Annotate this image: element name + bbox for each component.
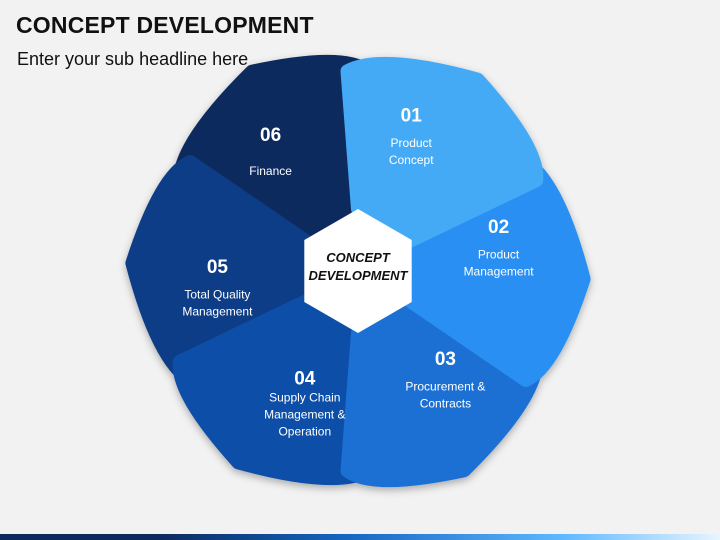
footer-accent-bar [0,534,720,540]
center-label-line: DEVELOPMENT [309,268,409,283]
segment-number-05: 05 [207,257,229,278]
center-hexagon [304,209,412,333]
segment-label-04: Operation [278,425,331,439]
segment-label-05: Management [182,304,253,318]
center-label: CONCEPT DEVELOPMENT [309,250,409,283]
page-title: CONCEPT DEVELOPMENT [16,12,314,38]
segment-label-02: Management [464,265,535,279]
segment-01 [340,56,544,247]
page-subtitle: Enter your sub headline here [17,49,249,69]
segment-label-02: Product [478,248,520,262]
segment-label-06: Finance [249,164,292,178]
segment-number-03: 03 [435,349,456,370]
segment-number-06: 06 [260,125,281,146]
segment-label-05: Total Quality [184,287,250,301]
segment-number-02: 02 [488,217,509,238]
center-label-line: CONCEPT [326,250,391,265]
segment-label-03: Contracts [420,396,471,410]
segment-label-04: Management & [264,408,345,422]
segment-number-04: 04 [294,369,316,390]
segment-label-03: Procurement & [405,379,485,393]
segment-label-01: Product [391,136,433,150]
segment-label-01: Concept [389,153,434,167]
segment-label-04: Supply Chain [269,391,340,405]
segment-number-01: 01 [401,105,423,126]
